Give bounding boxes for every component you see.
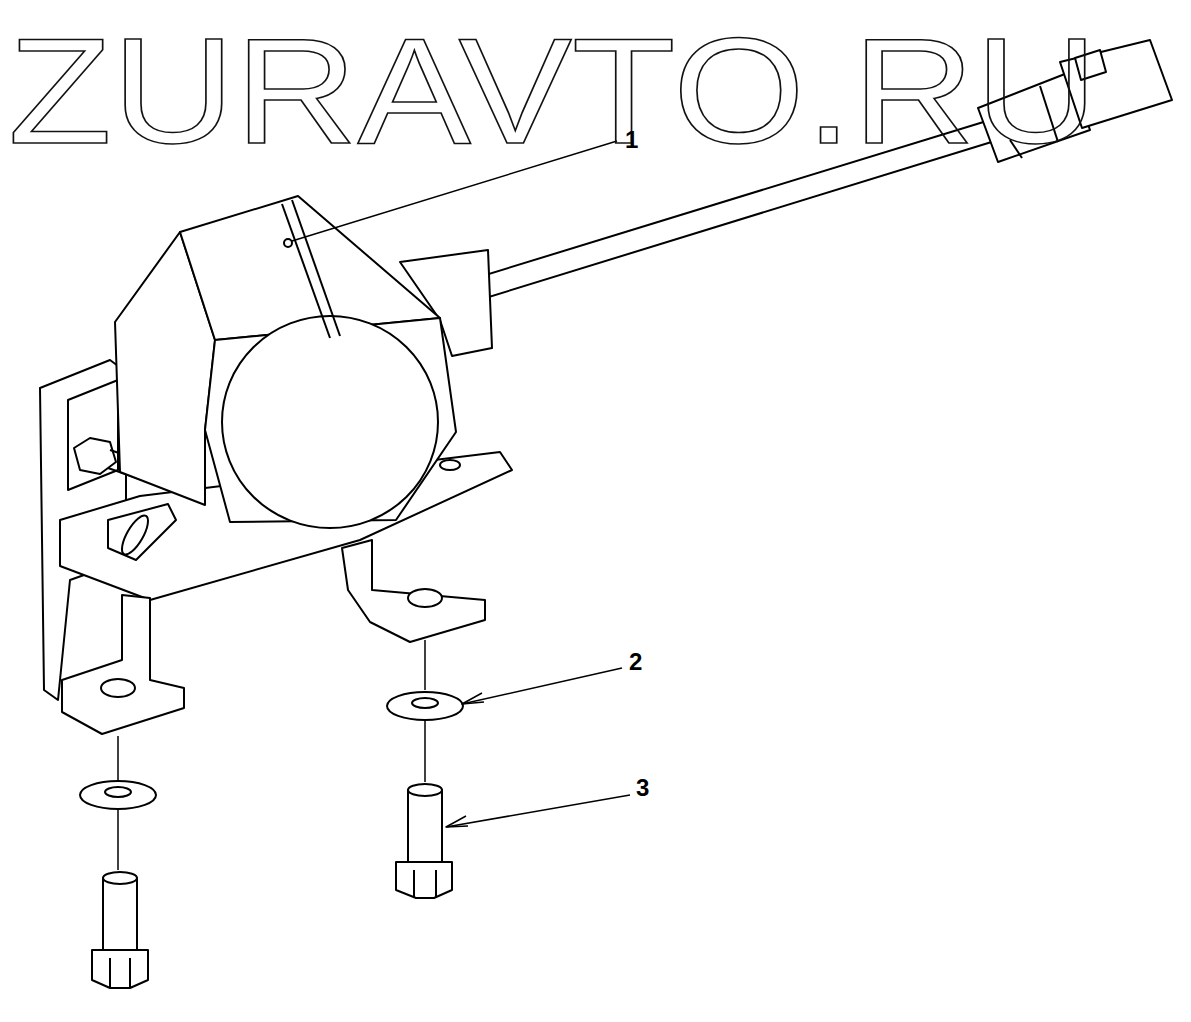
callout-number: 1 [625, 128, 638, 152]
washer [80, 692, 463, 809]
assembly-line [118, 640, 425, 870]
callout-number: 3 [636, 776, 649, 800]
watermark: ZURAVTO.RU [8, 16, 1098, 166]
bolt [92, 784, 452, 988]
callout-number: 2 [629, 650, 642, 674]
leader-line [292, 141, 630, 827]
alarm-housing [115, 196, 456, 528]
